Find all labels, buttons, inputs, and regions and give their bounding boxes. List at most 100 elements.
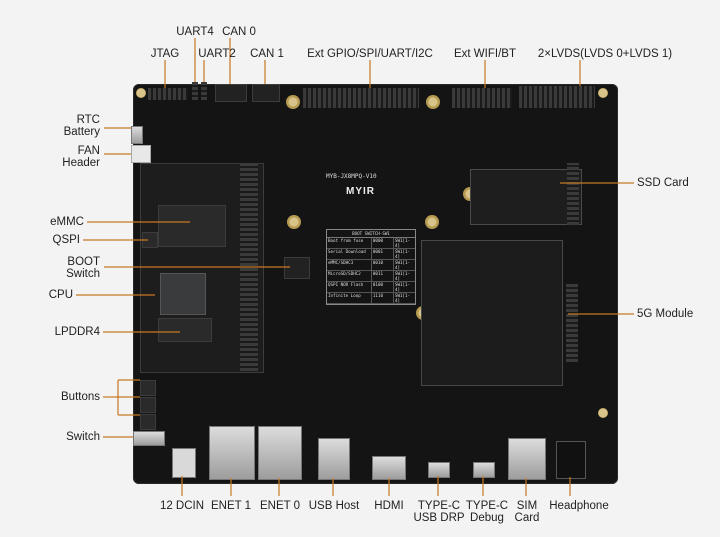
boot-table-cell: 0100	[370, 282, 393, 292]
boot-table-cell: QSPI NOR Flash	[328, 282, 364, 287]
boot-table-cell: 0011	[370, 271, 393, 281]
label-boot-line1: BOOT	[67, 256, 100, 268]
label-rtc-battery: RTC Battery	[40, 114, 100, 138]
jtag-header	[148, 88, 188, 100]
boot-table-cell: Serial Download	[328, 249, 366, 254]
boot-table-cell: SW1[1-4]	[392, 271, 415, 281]
brand-logo: MYIR	[346, 186, 375, 197]
boot-table-cell: 0001	[370, 249, 393, 259]
label-headphone: Headphone	[549, 500, 609, 512]
ssd-connector	[567, 163, 579, 225]
mounting-hole	[287, 215, 301, 229]
label-enet0: ENET 0	[259, 500, 301, 512]
mounting-hole	[598, 408, 608, 418]
label-fan-line1: FAN	[77, 145, 100, 157]
usb-host-port	[318, 438, 350, 480]
typec-debug-port	[473, 462, 495, 478]
5g-module-slot	[421, 240, 563, 386]
can1-connector	[252, 84, 280, 102]
boot-table-cell: eMMC/SDHC3	[328, 260, 354, 265]
can0-connector	[215, 84, 247, 102]
label-sim-line2: Card	[514, 512, 540, 524]
label-fan-line2: Header	[62, 157, 100, 169]
label-rtc-line1: RTC	[76, 114, 100, 126]
label-can0: CAN 0	[222, 26, 256, 38]
button-3	[140, 414, 156, 430]
label-uart4: UART4	[176, 26, 214, 38]
label-ext-gpio: Ext GPIO/SPI/UART/I2C	[307, 48, 433, 60]
button-2	[140, 397, 156, 413]
lpddr4-chip	[158, 318, 212, 342]
boot-table-cell: SW1[1-4]	[392, 260, 415, 270]
boot-table-cell: SW1[1-4]	[392, 238, 415, 248]
label-boot-line2: Switch	[66, 268, 100, 280]
boot-switch	[284, 257, 310, 279]
mounting-hole	[426, 95, 440, 109]
label-ext-wifi: Ext WIFI/BT	[454, 48, 516, 60]
label-buttons: Buttons	[61, 391, 100, 403]
label-can1: CAN 1	[250, 48, 284, 60]
label-sim-card: SIM Card	[510, 500, 544, 524]
label-jtag: JTAG	[150, 48, 180, 60]
headphone-jack	[556, 441, 586, 479]
label-cpu: CPU	[48, 289, 73, 301]
sim-card-slot	[508, 438, 546, 480]
dcin-jack	[172, 448, 196, 478]
label-lpddr4: LPDDR4	[54, 326, 100, 338]
enet0-jack	[258, 426, 302, 480]
board-model-silkscreen: MYB-JX8MPQ-V10	[326, 173, 377, 180]
label-12-dcin: 12 DCIN	[159, 500, 205, 512]
boot-table-cell: SW1[1-4]	[392, 282, 415, 292]
label-typec-usb-drp: TYPE-C USB DRP	[411, 500, 467, 524]
power-switch	[133, 431, 165, 446]
fan-header	[131, 145, 151, 163]
boot-table-cell: Boot from fuse	[328, 238, 364, 243]
label-uart2: UART2	[198, 48, 236, 60]
emmc-chip	[158, 205, 226, 247]
button-1	[140, 380, 156, 396]
label-hdmi: HDMI	[374, 500, 404, 512]
boot-table-cell: 0010	[370, 260, 393, 270]
boot-table-cell: SW1[1-4]	[392, 249, 415, 259]
ssd-slot	[470, 169, 582, 225]
mounting-hole	[136, 88, 146, 98]
hdmi-port	[372, 456, 406, 480]
label-sim-line1: SIM	[516, 500, 538, 512]
label-emmc: eMMC	[50, 216, 84, 228]
5g-connector	[566, 284, 578, 362]
label-boot-switch: BOOT Switch	[40, 256, 100, 280]
uart4-header	[192, 82, 198, 100]
boot-table-cell: SW1[1-4]	[392, 293, 415, 303]
mounting-hole	[425, 215, 439, 229]
mounting-hole	[286, 95, 300, 109]
boot-table-title: BOOT SWITCH-SW1	[327, 230, 415, 238]
label-typec-debug: TYPE-C Debug	[464, 500, 510, 524]
mounting-hole	[598, 88, 608, 98]
ext-gpio-header	[303, 88, 419, 108]
cpu-chip	[160, 273, 206, 315]
boot-table-cell: 0000	[370, 238, 393, 248]
label-qspi: QSPI	[52, 234, 80, 246]
label-enet1: ENET 1	[210, 500, 252, 512]
label-typec-drp-line2: USB DRP	[413, 512, 465, 524]
enet1-jack	[209, 426, 255, 480]
label-rtc-line2: Battery	[63, 126, 100, 138]
label-usb-host: USB Host	[308, 500, 360, 512]
lvds-header	[519, 86, 595, 108]
label-typec-dbg-line2: Debug	[470, 512, 504, 524]
label-typec-dbg-line1: TYPE-C	[465, 500, 509, 512]
label-5g-module: 5G Module	[637, 308, 694, 320]
ext-wifi-header	[452, 88, 512, 108]
label-lvds: 2×LVDS(LVDS 0+LVDS 1)	[537, 48, 673, 60]
label-typec-drp-line1: TYPE-C	[417, 500, 461, 512]
boot-table-cell: 1110	[370, 293, 393, 303]
